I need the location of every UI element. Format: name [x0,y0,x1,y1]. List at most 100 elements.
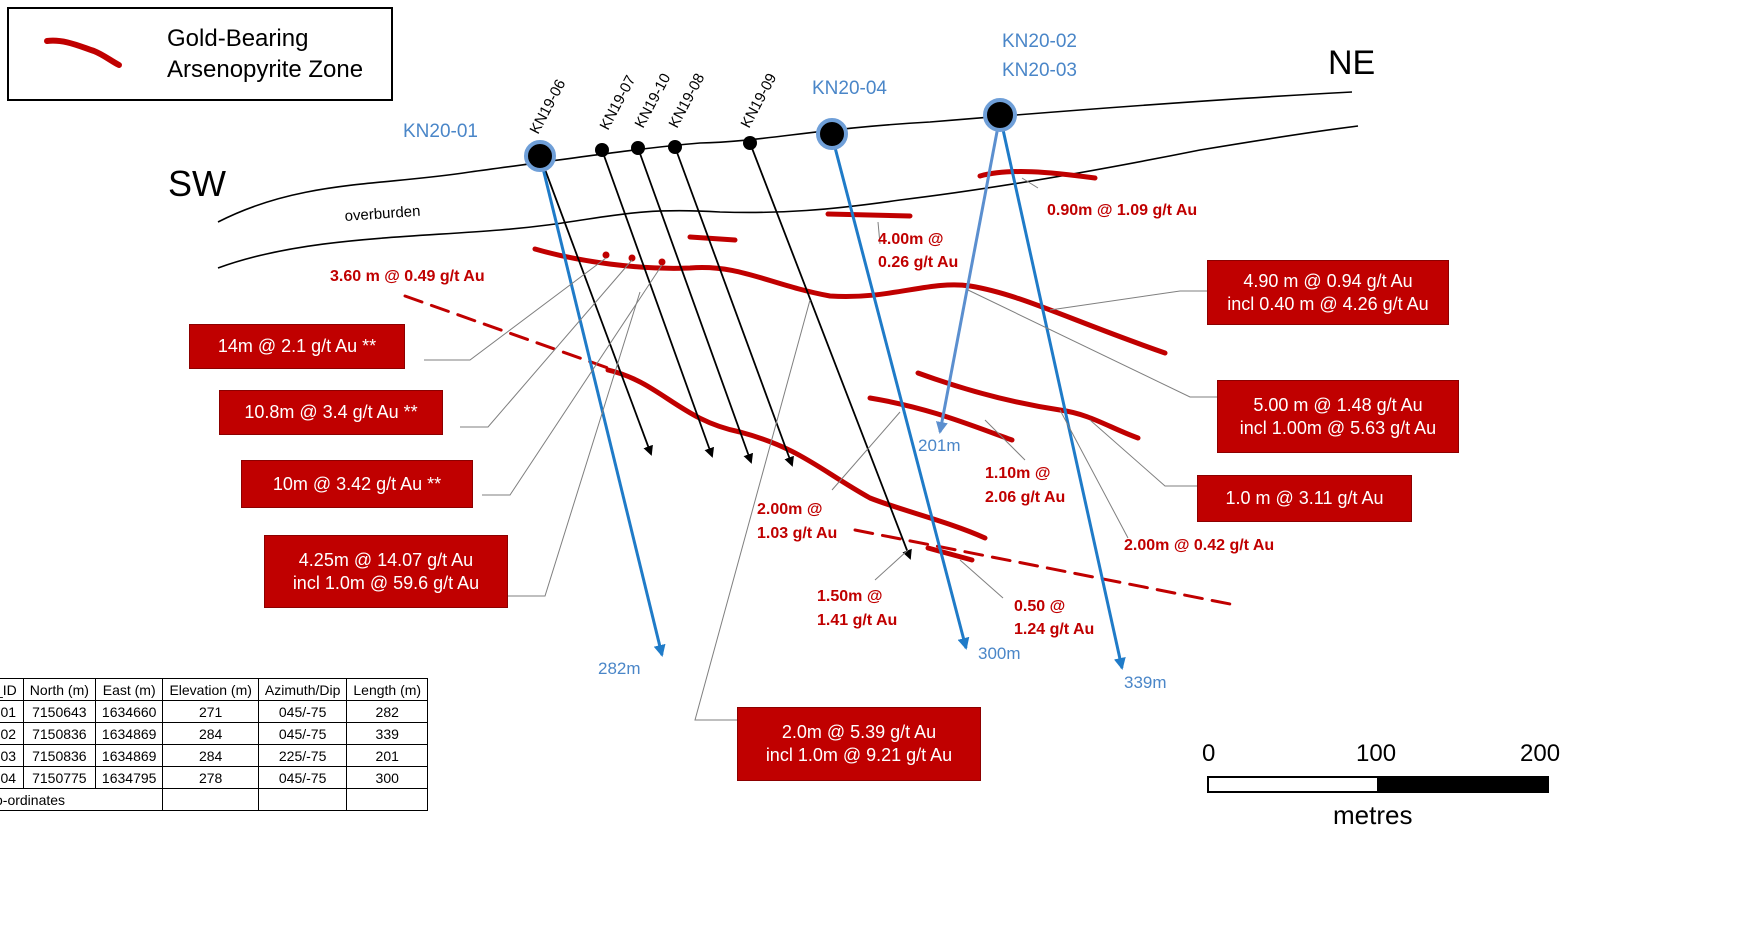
drill-trace-kn20-02 [998,115,1126,670]
table-cell: 339 [346,722,429,745]
intercept-label: 1.50m @ [817,588,882,605]
intercept-label: 2.06 g/t Au [985,489,1065,506]
leader-line [1049,290,1207,311]
zone-short-4 [925,545,975,563]
fault-dashed-lower [853,528,1232,606]
table-header: North (m) [22,678,96,701]
collar-kn19-08 [668,140,682,154]
scale-unit: metres [1333,800,1413,830]
table-header: Elevation (m) [162,678,259,701]
intercept-box: 5.00 m @ 1.48 g/t Au incl 1.00m @ 5.63 g… [1217,380,1459,453]
legend-label-line2: Arsenopyrite Zone [167,56,364,83]
table-cell: 045/-75 [257,722,348,745]
leader-line [967,289,1217,398]
intercept-box: 14m @ 2.1 g/t Au ** [189,324,405,369]
table-header: Length (m) [346,678,429,701]
leader-line [874,549,909,581]
intercept-box: 4.90 m @ 0.94 g/t Au incl 0.40 m @ 4.26 … [1207,260,1449,325]
table-footnote: o-ordinates [0,788,164,811]
leader-line [1059,409,1129,539]
table-cell: 7150836 [22,722,96,745]
hole-label-kn20-01: KN20-01 [403,121,478,142]
table-cell: 225/-75 [257,744,348,767]
intercept-box-text: incl 1.0m @ 9.21 g/t Au [765,745,953,765]
zone-short-2 [825,211,913,219]
table-cell: -02 [0,722,24,745]
zone-right-2 [915,370,1141,441]
drill-trace-kn20-04 [830,135,970,650]
zone-dot [658,258,666,266]
intercept-label: 0.26 g/t Au [878,254,958,271]
zone-short-1 [687,234,738,243]
table-header: Azimuth/Dip [257,678,348,701]
intercept-label: 2.00m @ 0.42 g/t Au [1124,537,1274,554]
table-cell: -04 [0,766,24,789]
leader-line [460,259,633,428]
legend-label-line1: Gold-Bearing [167,25,309,52]
table-cell: 7150836 [22,744,96,767]
drill-trace-kn19-07 [601,149,714,458]
hole-label-kn20-03: KN20-03 [1002,60,1077,81]
fault-dashed-upper [403,294,610,370]
intercept-label: 2.00m @ [757,501,822,518]
legend: Gold-Bearing Arsenopyrite Zone [7,7,393,101]
intercept-label: 4.00m @ [878,231,943,248]
collar-kn20-01 [524,140,556,172]
intercept-box: 10.8m @ 3.4 g/t Au ** [219,390,443,435]
depth-339: 339m [1124,673,1167,692]
hole-label-kn19-09: KN19-09 [738,71,781,131]
zone-dot [628,254,636,262]
leader-line [505,291,641,597]
intercept-box: 4.25m @ 14.07 g/t Au incl 1.0m @ 59.6 g/… [264,535,508,608]
intercept-box-text: 14m @ 2.1 g/t Au ** [217,336,377,356]
table-cell: 201 [346,744,429,767]
hole-label-kn20-04: KN20-04 [812,78,887,99]
intercept-label: 0.90m @ 1.09 g/t Au [1047,202,1197,219]
topography-line [217,91,1353,223]
intercept-label: 1.03 g/t Au [757,525,837,542]
intercept-box: 2.0m @ 5.39 g/t Au incl 1.0m @ 9.21 g/t … [737,707,981,781]
depth-282: 282m [598,659,641,678]
zone-upper-main [532,246,1168,356]
leader-line [1089,419,1197,487]
drill-trace-kn20-03 [935,115,1002,434]
scale-tick-200: 200 [1520,740,1561,767]
depth-300: 300m [978,644,1021,663]
intercept-label: 1.41 g/t Au [817,612,897,629]
table-cell: 1634660 [94,700,164,723]
table-header: _ID [0,678,24,701]
intercept-box-text: incl 0.40 m @ 4.26 g/t Au [1227,293,1429,314]
table-cell: -03 [0,744,24,767]
leader-line [1021,177,1039,189]
table-footnote-row: o-ordinates [0,788,429,811]
table-cell: 1634869 [94,722,164,745]
drill-trace-kn19-06 [539,155,653,456]
table-cell: 045/-75 [257,700,348,723]
overburden-base-line [217,125,1359,269]
intercept-label: 1.10m @ [985,465,1050,482]
leader-line [984,419,1026,461]
legend-swatch-line [44,37,122,68]
intercept-box-text: 4.90 m @ 0.94 g/t Au [1243,270,1413,291]
drill-trace-kn20-01 [538,155,666,657]
intercept-box-text: incl 1.0m @ 59.6 g/t Au [292,572,480,593]
intercept-box: 10m @ 3.42 g/t Au ** [241,460,473,508]
intercept-box-text: 10.8m @ 3.4 g/t Au ** [244,402,418,422]
table-cell [162,788,259,811]
table-cell: 300 [346,766,429,789]
scale-bar-white [1207,776,1379,793]
collar-kn20-02-03 [983,98,1017,132]
table-cell: 284 [162,722,259,745]
intercept-box-text: 5.00 m @ 1.48 g/t Au [1253,394,1423,415]
depth-201: 201m [918,436,961,455]
zone-right-1 [867,395,1015,443]
intercept-box: 1.0 m @ 3.11 g/t Au [1197,475,1412,522]
leader-line [831,411,901,491]
table-row: -03 7150836 1634869 284 225/-75 201 [0,744,429,767]
table-cell: 1634869 [94,744,164,767]
leader-line [482,264,663,496]
intercept-box-text: incl 1.00m @ 5.63 g/t Au [1239,417,1437,438]
sw-label: SW [168,163,226,204]
collar-table: _ID North (m) East (m) Elevation (m) Azi… [0,678,429,811]
